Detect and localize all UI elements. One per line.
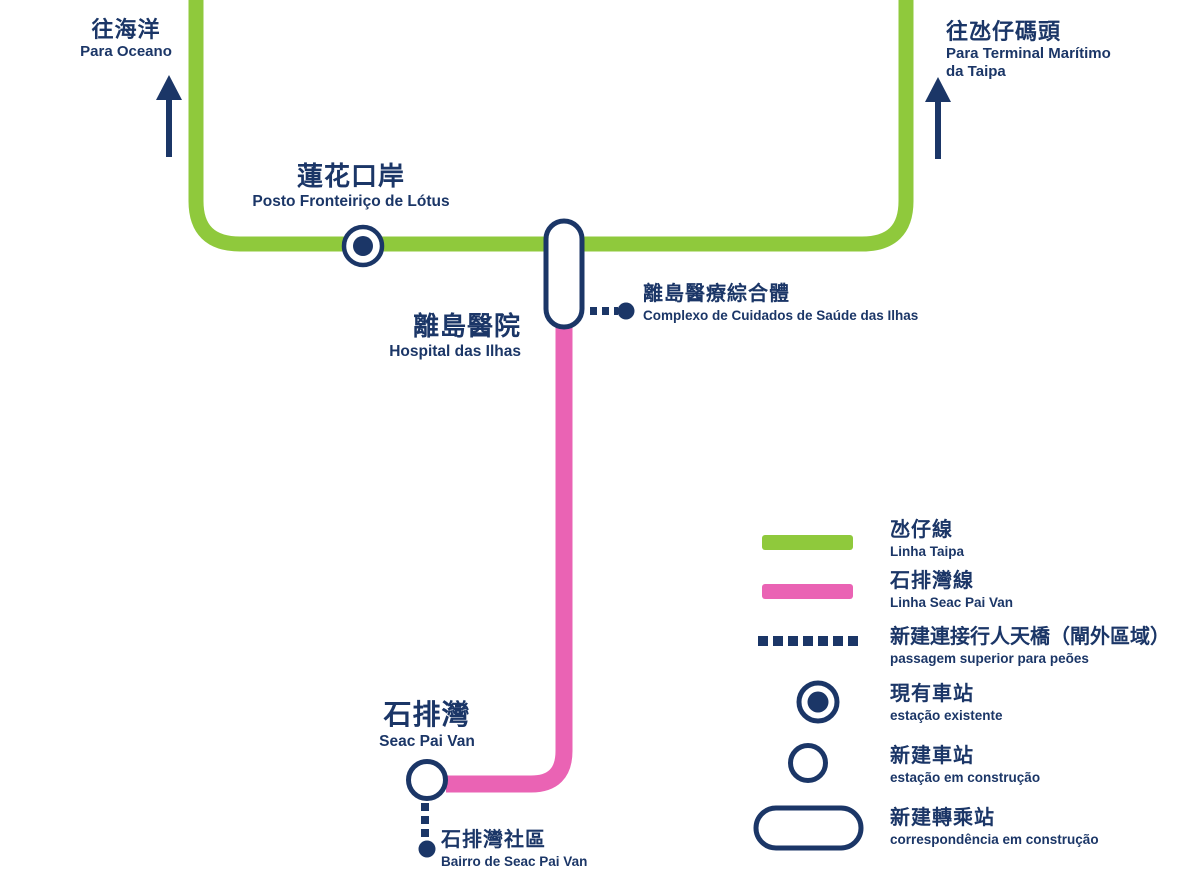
legend-footbridge-pt: passagem superior para peões <box>890 651 1089 666</box>
station-bairro-zh: 石排灣社區 <box>441 829 546 851</box>
legend-entry-footbridge: 新建連接行人天橋（閘外區域） passagem superior para pe… <box>890 626 1185 666</box>
direction-label-taipa-terminal: 往氹仔碼頭 Para Terminal Marítimo da Taipa <box>946 19 1166 80</box>
legend-taipa-line-pt: Linha Taipa <box>890 544 965 559</box>
station-seac-pai-van-zh: 石排灣 <box>383 699 471 730</box>
seac-pai-van-station-marker <box>406 759 448 801</box>
station-label-seac-pai-van: 石排灣 Seac Pai Van <box>322 699 532 750</box>
legend-taipa-line-zh: 氹仔線 <box>890 519 953 541</box>
legend-entry-existing-station: 現有車站 estação existente <box>890 683 1180 723</box>
station-lotus-zh: 蓮花口岸 <box>296 161 405 191</box>
legend-new-station-pt: estação em construção <box>890 770 1041 785</box>
legend-new-station-icon <box>788 743 828 783</box>
direction-label-oceano: 往海洋 Para Oceano <box>46 17 206 60</box>
legend-new-interchange-zh: 新建轉乘站 <box>890 807 995 829</box>
station-label-hospital: 離島醫院 Hospital das Ilhas <box>241 311 521 360</box>
arrow-up-to-taipa-terminal <box>925 77 951 159</box>
station-bairro-pt: Bairro de Seac Pai Van <box>441 854 588 869</box>
station-label-lotus: 蓮花口岸 Posto Fronteiriço de Lótus <box>246 161 456 210</box>
station-label-bairro-seac-pai-van: 石排灣社區 Bairro de Seac Pai Van <box>441 829 721 869</box>
legend-footbridge-zh: 新建連接行人天橋（閘外區域） <box>890 626 1170 648</box>
legend-existing-station-pt: estação existente <box>890 708 1003 723</box>
station-seac-pai-van-pt: Seac Pai Van <box>379 733 475 750</box>
station-hospital-complex-zh: 離島醫療綜合體 <box>643 283 790 305</box>
legend-entry-seac-pai-van-line: 石排灣線 Linha Seac Pai Van <box>890 570 1180 610</box>
station-hospital-zh: 離島醫院 <box>412 311 521 341</box>
station-label-hospital-complex: 離島醫療綜合體 Complexo de Cuidados de Saúde da… <box>643 283 973 323</box>
legend-seac-pai-van-line-pt: Linha Seac Pai Van <box>890 595 1014 610</box>
legend-interchange-icon <box>753 805 864 851</box>
legend-new-interchange-pt: correspondência em construção <box>890 832 1099 847</box>
direction-taipa-terminal-pt-line1: Para Terminal Marítimo <box>946 45 1111 62</box>
legend-seac-pai-van-line-zh: 石排灣線 <box>890 570 974 592</box>
legend-existing-station-zh: 現有車站 <box>890 683 974 705</box>
legend-entry-new-interchange: 新建轉乘站 correspondência em construção <box>890 807 1180 847</box>
legend-entry-taipa-line: 氹仔線 Linha Taipa <box>890 519 1180 559</box>
direction-oceano-zh: 往海洋 <box>91 17 161 42</box>
legend-taipa-line-swatch <box>762 535 853 550</box>
direction-taipa-terminal-pt-line2: da Taipa <box>946 63 1006 80</box>
bairro-dot <box>418 840 436 858</box>
station-hospital-pt: Hospital das Ilhas <box>389 343 521 360</box>
legend-seac-pai-van-line-swatch <box>762 584 853 599</box>
seac-pai-van-line-path <box>446 318 573 793</box>
arrow-up-to-oceano <box>156 75 182 157</box>
legend-new-station-zh: 新建車站 <box>890 745 974 767</box>
station-hospital-complex-pt: Complexo de Cuidados de Saúde das Ilhas <box>643 308 919 323</box>
hospital-complex-dot <box>617 302 635 320</box>
lotus-station-marker <box>341 224 385 268</box>
legend-entry-new-station: 新建車站 estação em construção <box>890 745 1180 785</box>
direction-taipa-terminal-zh: 往氹仔碼頭 <box>946 19 1062 44</box>
station-lotus-pt: Posto Fronteiriço de Lótus <box>252 193 450 210</box>
legend-existing-station-icon <box>796 680 840 724</box>
direction-oceano-pt: Para Oceano <box>80 43 172 60</box>
hospital-interchange-marker <box>543 218 585 330</box>
